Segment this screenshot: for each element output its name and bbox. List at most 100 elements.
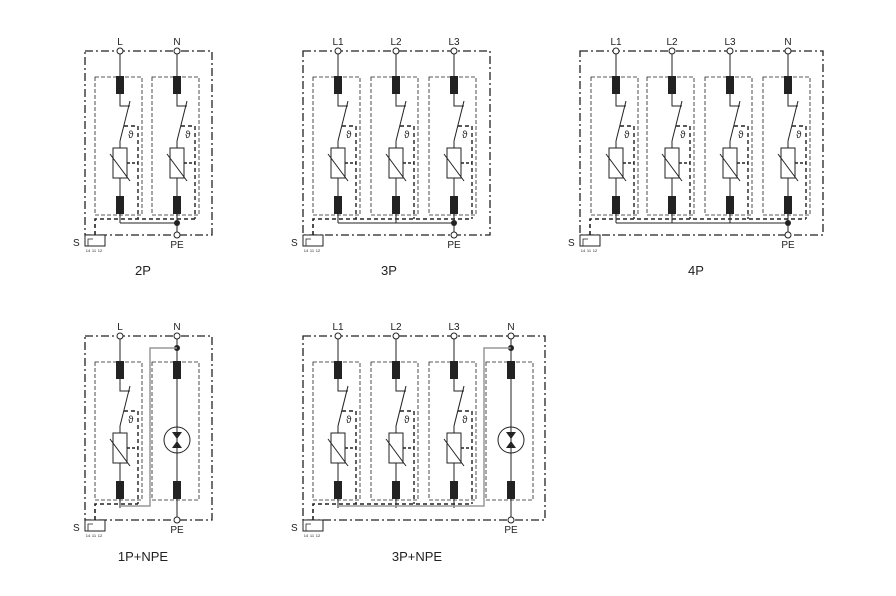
diagram-caption: 3P+NPE [392,549,443,564]
contact-label: 12 [593,248,598,253]
varistor-slash [327,438,349,467]
pole-l1: L1ϑ [312,37,361,223]
thermal-icon: ϑ [128,130,134,141]
pe-label: PE [781,240,795,251]
disconnect-switch-icon [729,100,741,142]
n-pe-link [120,347,177,507]
module-outline [485,361,534,501]
pe-terminal-icon [507,516,515,524]
fuse-contact-bottom [116,481,124,499]
pe-label: PE [170,240,184,251]
module-outline [370,361,419,501]
fuse-contact-top [173,76,181,94]
terminal-label: L2 [390,322,402,333]
thermal-link [458,410,473,504]
terminal-label: L1 [610,37,622,48]
fuse-contact-bottom [392,196,400,214]
pe-label: PE [504,525,518,536]
wire [395,94,406,107]
fuse-contact-bottom [612,196,620,214]
wire [729,94,740,107]
terminal-label: L [117,322,123,333]
fuse-contact-bottom [507,481,515,499]
thermal-icon: ϑ [462,130,468,141]
contact-label: 12 [98,248,103,253]
terminal-icon [507,332,515,340]
module-outline [94,76,143,216]
fuse-contact-top [392,361,400,379]
thermal-link [400,125,415,219]
terminal-icon [450,47,458,55]
fuse-contact-bottom [173,481,181,499]
terminal-label: L3 [724,37,736,48]
fuse-contact-bottom [450,481,458,499]
contact-label: 12 [316,248,321,253]
diagram-caption: 3P [381,263,397,278]
module-outline [370,76,419,216]
terminal-icon [450,332,458,340]
thermal-icon: ϑ [624,130,630,141]
contact-switch-icon [305,238,311,246]
terminal-label: L1 [332,37,344,48]
s-label: S [568,238,575,249]
thermal-link [734,125,749,219]
fuse-contact-top [450,361,458,379]
module-outline [94,361,143,501]
terminal-label: L [117,37,123,48]
thermal-link [620,125,635,219]
pe-terminal-icon [450,231,458,239]
terminal-icon [392,47,400,55]
pole-l2: L2ϑ [370,37,419,223]
wire [176,94,187,107]
fuse-contact-top [668,76,676,94]
terminal-label: N [507,322,514,333]
fuse-contact-top [334,361,342,379]
signal-line [589,218,806,235]
terminal-icon [116,47,124,55]
thermal-icon: ϑ [185,130,191,141]
pole-n: Nϑ [151,37,200,223]
pe-terminal-icon [784,231,792,239]
disconnect-switch-icon [337,385,349,427]
thermal-icon: ϑ [404,415,410,426]
fuse-contact-top [726,76,734,94]
enclosure-outline [84,50,213,236]
enclosure-outline [579,50,824,236]
pole-l: Lϑ [94,322,143,508]
fuse-contact-top [173,361,181,379]
pe-terminal-icon [173,231,181,239]
varistor-slash [719,153,741,182]
module-outline [428,76,477,216]
disconnect-switch-icon [787,100,799,142]
pole-l3: L3ϑ [704,37,753,223]
contact-label: 14 [581,248,586,253]
fuse-contact-bottom [334,481,342,499]
contact-label: 14 [304,248,309,253]
disconnect-switch-icon [453,385,465,427]
disconnect-switch-icon [453,100,465,142]
fuse-contact-bottom [726,196,734,214]
pole-l1: L1 ϑ [590,37,639,223]
pole-l2: L2 ϑ [370,322,419,508]
fuse-contact-bottom [334,196,342,214]
remote-contact-icon [302,234,324,247]
thermal-link [124,410,139,504]
signal-line [312,503,472,520]
pe-label: PE [170,525,184,536]
thermal-icon: ϑ [404,130,410,141]
varistor-slash [443,438,465,467]
thermal-link [181,125,196,219]
varistor-slash [605,153,627,182]
s-label: S [291,238,298,249]
fuse-contact-bottom [116,196,124,214]
disconnect-switch-icon [671,100,683,142]
wire [119,379,130,392]
varistor-slash [109,438,131,467]
remote-contact-icon [579,234,601,247]
varistor-slash [777,153,799,182]
varistor-slash [385,438,407,467]
wire [615,94,626,107]
